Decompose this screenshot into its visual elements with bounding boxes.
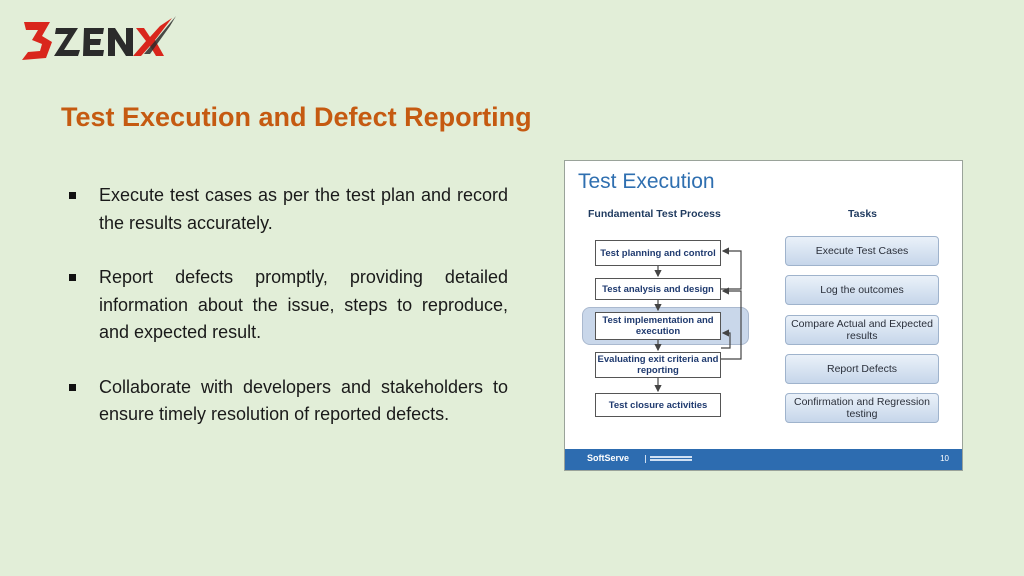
bullet-text: Collaborate with developers and stakehol… [99, 376, 508, 425]
task-execute-test-cases: Execute Test Cases [785, 236, 939, 266]
process-step: Test planning and control [595, 240, 721, 266]
slide-title: Test Execution and Defect Reporting [61, 102, 532, 132]
page-number: 10 [940, 454, 949, 463]
process-step: Evaluating exit criteria and reporting [595, 352, 721, 378]
bullet-list: Execute test cases as per the test plan … [68, 182, 508, 456]
task-compare-results: Compare Actual and Expected results [785, 315, 939, 345]
bullet-square-icon [69, 274, 76, 281]
task-confirmation-regression: Confirmation and Regression testing [785, 393, 939, 423]
figure-title: Test Execution [578, 170, 715, 193]
process-step: Test implementation and execution [595, 312, 721, 340]
zenx-logo-graphic [22, 16, 176, 60]
test-execution-figure: Test Execution Fundamental Test Process … [564, 160, 963, 471]
process-step: Test analysis and design [595, 278, 721, 300]
bullet-item: Execute test cases as per the test plan … [68, 182, 508, 237]
process-step: Test closure activities [595, 393, 721, 417]
process-flow-arrows [654, 247, 742, 393]
company-logo [20, 14, 180, 66]
bullet-text: Execute test cases as per the test plan … [99, 185, 508, 233]
task-report-defects: Report Defects [785, 354, 939, 384]
bullet-square-icon [69, 383, 76, 391]
bullet-square-icon [69, 192, 76, 199]
task-log-outcomes: Log the outcomes [785, 275, 939, 305]
process-heading: Fundamental Test Process [588, 208, 721, 220]
figure-footer: SoftServe 10 [565, 449, 962, 470]
tasks-heading: Tasks [848, 208, 877, 220]
footer-tagline-graphic [645, 455, 692, 463]
bullet-text: Report defects promptly, providing detai… [99, 267, 508, 342]
bullet-item: Collaborate with developers and stakehol… [68, 374, 508, 429]
footer-brand: SoftServe [587, 453, 630, 463]
bullet-item: Report defects promptly, providing detai… [68, 264, 508, 347]
